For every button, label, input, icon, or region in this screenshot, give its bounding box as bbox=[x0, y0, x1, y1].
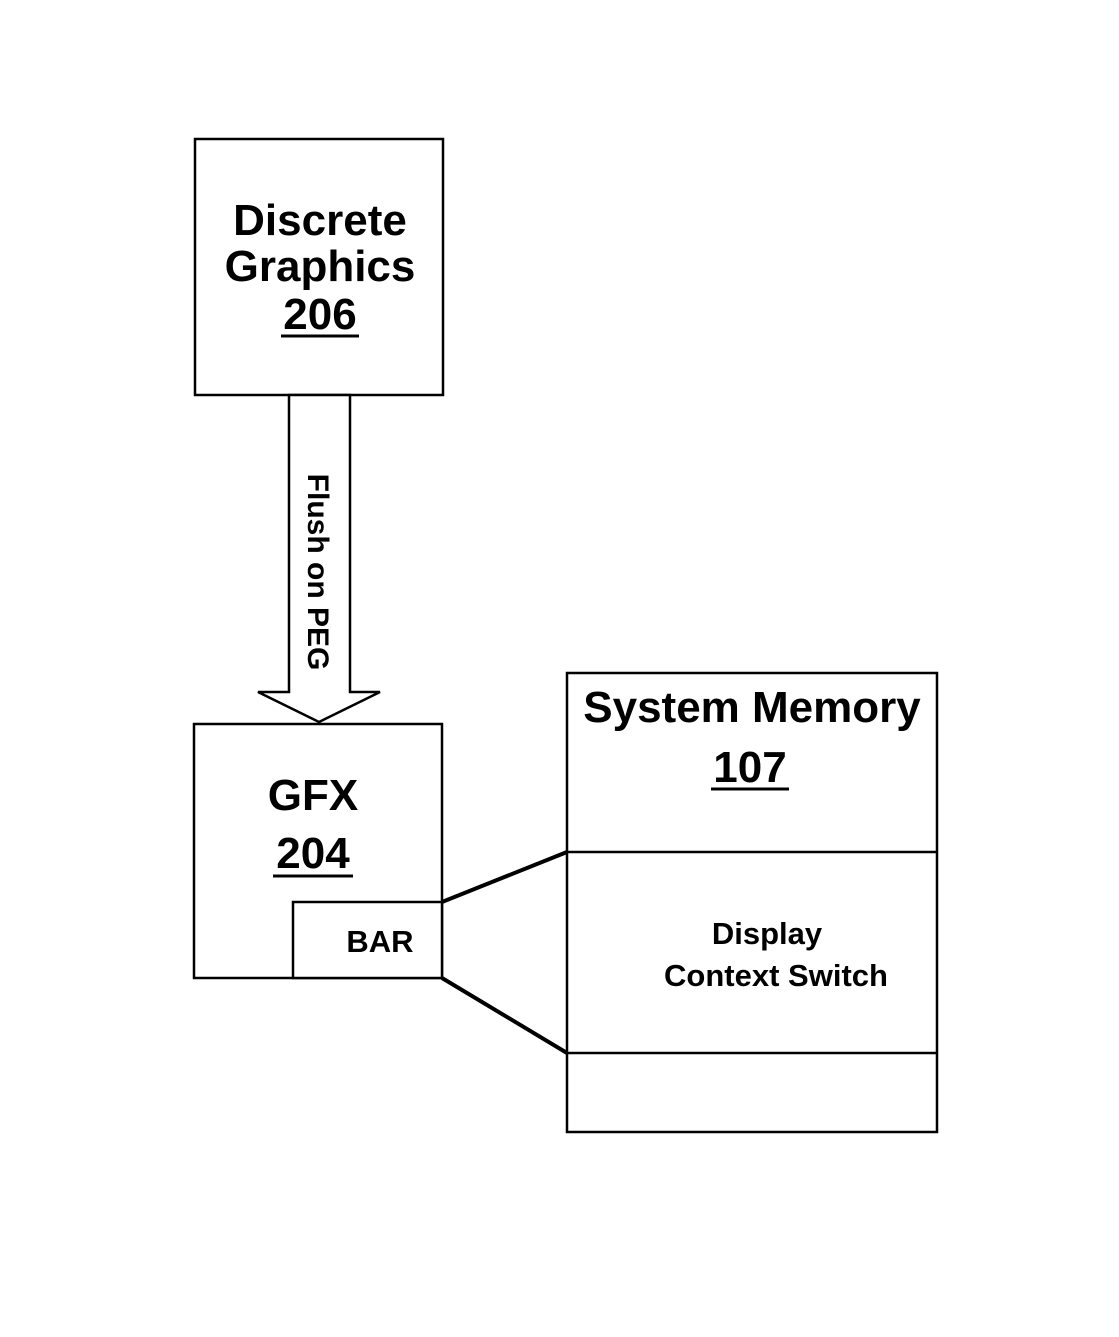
system-memory-title: System Memory bbox=[583, 683, 921, 732]
display-context-switch-line1: Display bbox=[712, 916, 823, 951]
flush-arrow-label: Flush on PEG bbox=[301, 474, 334, 671]
system-memory-box bbox=[567, 673, 937, 1132]
gfx-ref: 204 bbox=[276, 829, 350, 878]
gfx-title: GFX bbox=[268, 771, 358, 820]
discrete-graphics-block: Discrete Graphics 206 bbox=[195, 139, 443, 395]
bar-register-label: BAR bbox=[346, 924, 413, 959]
system-memory-block: System Memory 107 Display Context Switch bbox=[567, 673, 937, 1132]
display-context-switch-line2: Context Switch bbox=[664, 958, 888, 993]
discrete-graphics-ref: 206 bbox=[283, 290, 356, 339]
flush-arrow: Flush on PEG bbox=[258, 395, 380, 722]
system-memory-ref: 107 bbox=[713, 743, 786, 792]
discrete-graphics-title-line2: Graphics bbox=[225, 242, 416, 291]
discrete-graphics-title-line1: Discrete bbox=[233, 196, 407, 245]
bar-map-line-bottom bbox=[442, 978, 567, 1053]
bar-map-line-top bbox=[442, 852, 567, 902]
gfx-block: GFX 204 BAR bbox=[194, 724, 442, 978]
